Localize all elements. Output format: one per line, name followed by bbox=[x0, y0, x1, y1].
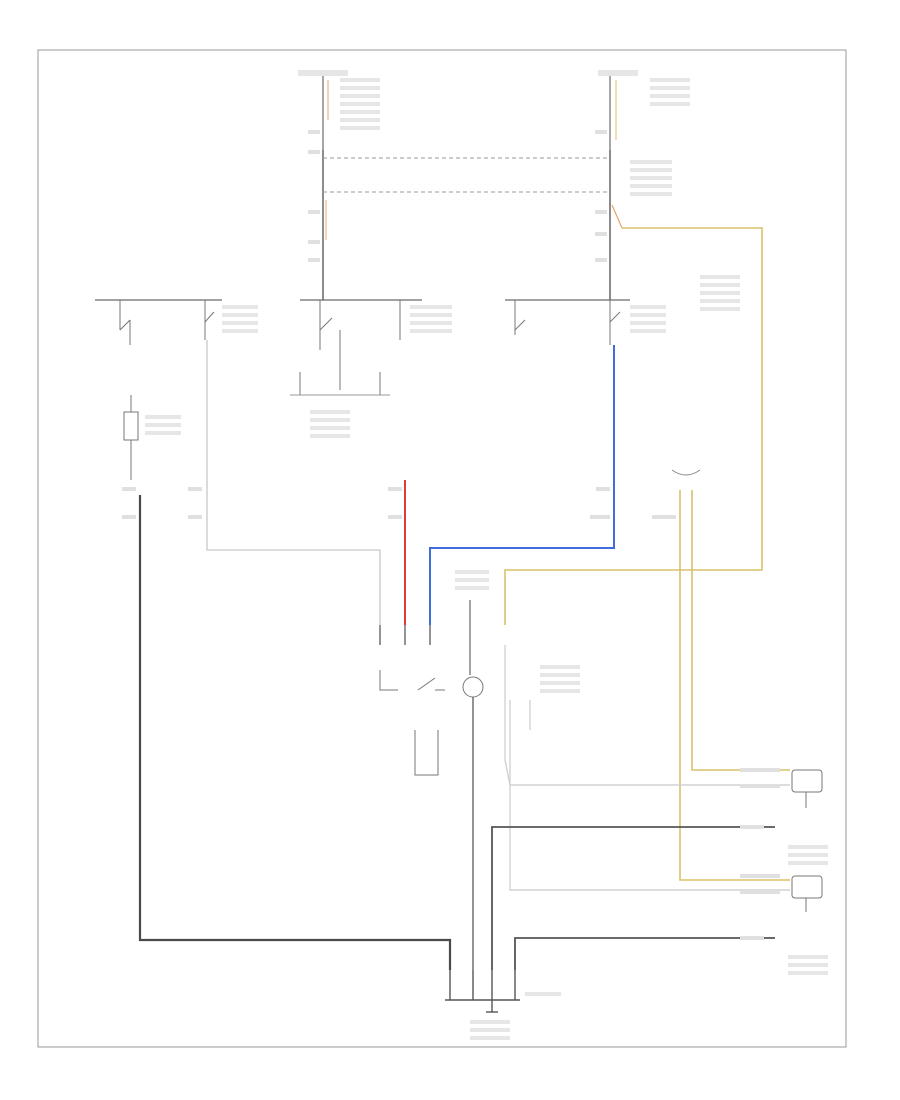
left-indicator-component bbox=[123, 395, 181, 480]
yellow-feed-wire bbox=[504, 227, 763, 625]
yellow-loop-wire bbox=[679, 490, 790, 881]
light-gray-wire bbox=[206, 340, 381, 625]
switch-group-right bbox=[514, 300, 666, 345]
left-black-wire bbox=[138, 495, 452, 970]
black-output-wire-upper bbox=[491, 826, 775, 970]
ground-bus bbox=[445, 970, 561, 1040]
diagram-frame bbox=[37, 49, 847, 1048]
relay-assembly bbox=[379, 625, 445, 776]
blue-wire bbox=[429, 345, 615, 625]
switch-group-left bbox=[119, 300, 258, 345]
black-output-wire-lower bbox=[514, 937, 775, 970]
switch-group-center bbox=[290, 300, 452, 438]
gray-output-wire-mid bbox=[509, 700, 790, 891]
sensor-upper bbox=[740, 768, 823, 808]
right-power-feed bbox=[595, 70, 690, 300]
sensor-lower bbox=[740, 845, 828, 975]
gray-output-wire-upper bbox=[504, 645, 790, 786]
motor-component bbox=[455, 570, 489, 970]
left-power-feed bbox=[298, 70, 380, 300]
